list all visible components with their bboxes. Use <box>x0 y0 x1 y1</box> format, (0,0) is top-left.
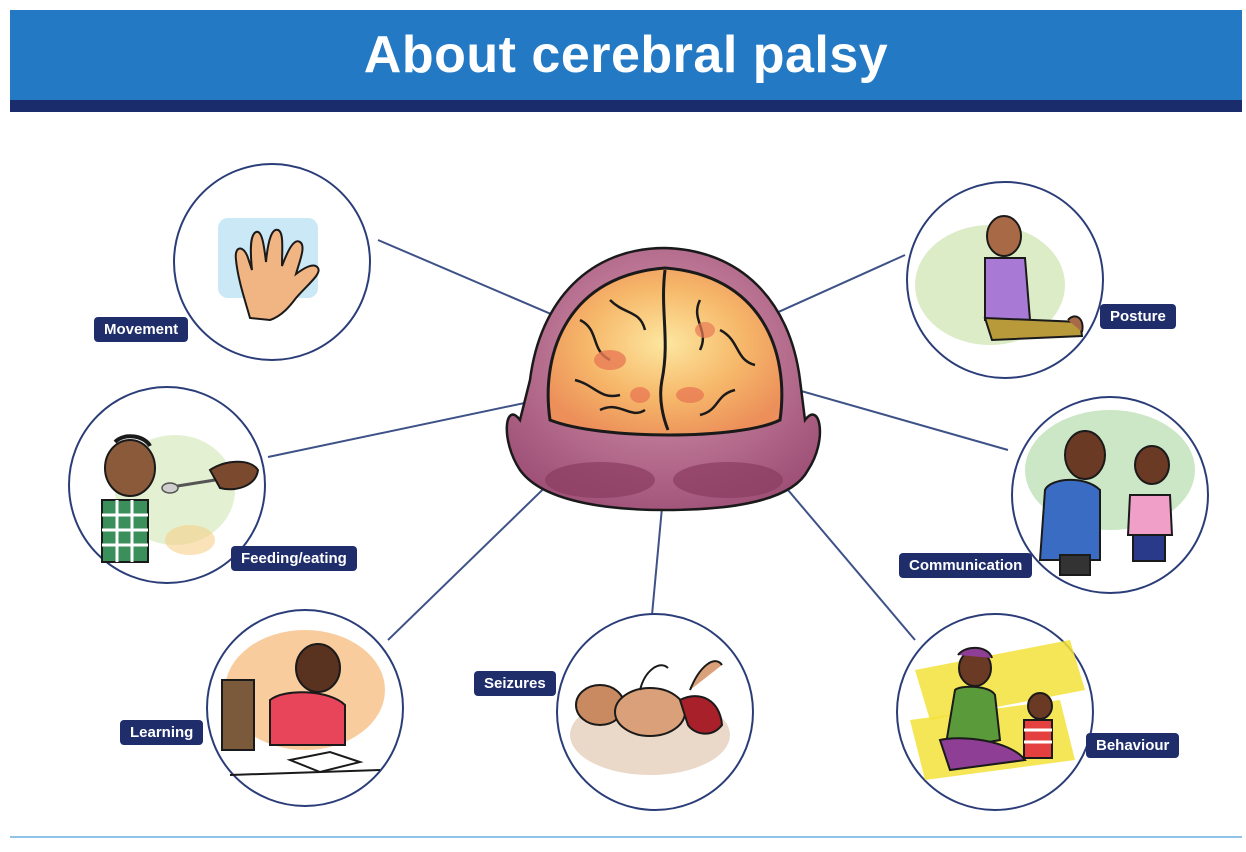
label-movement: Movement <box>94 317 188 342</box>
label-posture: Posture <box>1100 304 1176 329</box>
node-posture <box>907 182 1103 378</box>
node-seizures <box>557 614 753 810</box>
label-feeding: Feeding/eating <box>231 546 357 571</box>
brain-icon <box>507 248 820 510</box>
label-learning: Learning <box>120 720 203 745</box>
node-communication <box>1012 397 1208 593</box>
node-learning <box>207 610 403 806</box>
label-seizures: Seizures <box>474 671 556 696</box>
label-communication: Communication <box>899 553 1032 578</box>
label-behaviour: Behaviour <box>1086 733 1179 758</box>
node-movement <box>174 164 370 360</box>
footer-divider <box>10 836 1242 838</box>
node-behaviour <box>897 614 1093 810</box>
